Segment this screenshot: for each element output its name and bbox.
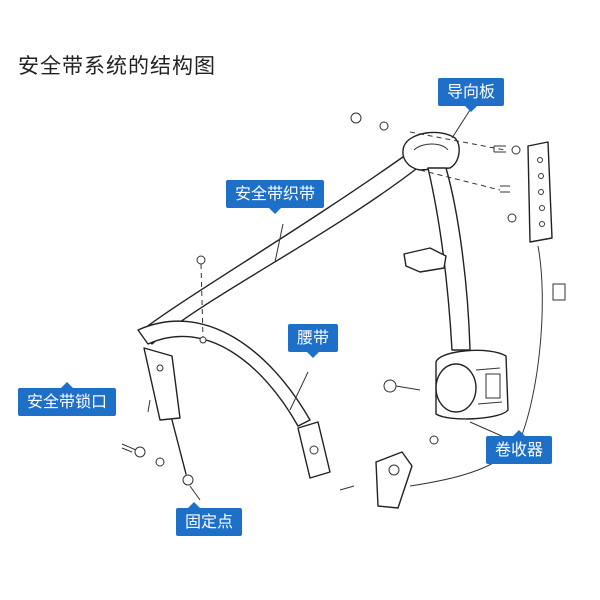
webbing-label: 安全带织带 [226,180,325,214]
diagram-title: 安全带系统的结构图 [18,54,216,78]
guide-plate-label: 导向板 [438,78,505,112]
webbing-pin [196,255,207,344]
retractor-label: 卷收器 [486,430,553,464]
guide-plate [402,131,460,171]
lower-anchor-plate [339,435,439,509]
retractor-bolt [383,379,421,393]
rail-bolts [409,131,521,223]
retractor-unit [435,349,509,420]
buckle-label: 安全带锁口 [18,382,117,416]
buckle-anchor-bolts [121,443,165,467]
lap-anchor-plate [297,421,331,479]
buckle-stalk [143,347,194,486]
height-adjuster-rail [527,141,553,243]
lap-belt-label: 腰带 [288,324,339,358]
anchor-point-label: 固定点 [176,502,243,536]
top-mount-screw [350,112,389,131]
lap-belt [137,320,311,427]
retractor-bracket [403,247,447,273]
